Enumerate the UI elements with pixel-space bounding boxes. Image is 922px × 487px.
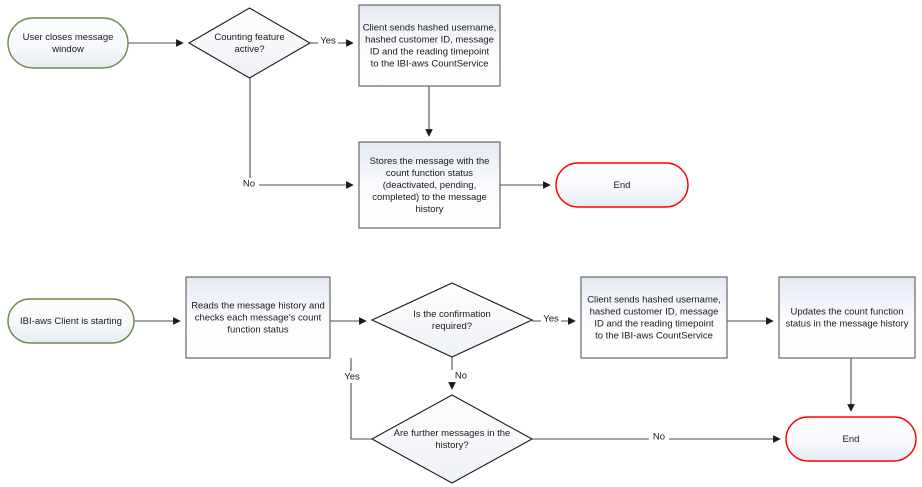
edge-confirmation-no-to-further-messages: No xyxy=(448,357,471,390)
edge-counting-no-to-stores-line xyxy=(249,78,354,189)
start-ibi-aws-client-is-starting-shape xyxy=(7,298,135,344)
edge-further-messages-yes-loop-back: Yes xyxy=(342,358,372,440)
edge-counting-yes-to-client-sends-label: Yes xyxy=(320,36,336,47)
edge-further-messages-yes-loop-back-label-bg xyxy=(342,371,362,383)
process-reads-message-history-shape xyxy=(185,276,331,359)
edge-confirmation-yes-to-client-sends: Yes xyxy=(532,313,576,325)
edge-confirmation-no-to-further-messages-label: No xyxy=(455,371,467,382)
end-terminator-bottom-label: End xyxy=(843,434,860,445)
process-client-sends-hashed-data-bottom-label: Client sends hashed username,hashed cust… xyxy=(587,294,721,341)
edge-counting-no-to-stores-label-bg xyxy=(239,178,259,190)
process-client-sends-hashed-data-bottom-shape xyxy=(580,276,728,359)
end-terminator-bottom-shape xyxy=(785,416,917,462)
edge-further-messages-yes-loop-back-label: Yes xyxy=(344,372,360,383)
edge-counting-yes-to-client-sends-label-bg xyxy=(318,35,338,47)
edge-further-messages-no-to-end: No xyxy=(532,431,781,443)
process-client-sends-hashed-data-top-shape xyxy=(358,4,501,87)
end-terminator-top[interactable]: End xyxy=(555,162,689,208)
edge-further-messages-no-to-end-label: No xyxy=(653,432,665,443)
edge-confirmation-yes-to-client-sends-label-bg xyxy=(541,313,561,325)
decision-are-further-messages-shape xyxy=(370,394,534,484)
end-terminator-top-shape xyxy=(555,162,689,208)
process-stores-message-with-status-shape xyxy=(358,141,501,229)
edge-further-messages-yes-loop-back-line xyxy=(350,358,372,440)
decision-counting-feature-active-shape xyxy=(187,7,312,79)
process-client-sends-hashed-data-bottom[interactable]: Client sends hashed username,hashed cust… xyxy=(580,276,728,359)
end-terminator-top-label: End xyxy=(614,180,631,191)
start-ibi-aws-client-is-starting-label: IBI-aws Client is starting xyxy=(20,316,122,327)
decision-is-confirmation-required-shape xyxy=(370,282,534,358)
edge-confirmation-no-to-further-messages-label-bg xyxy=(451,370,471,382)
start-user-closes-message-window-shape xyxy=(7,17,129,69)
start-ibi-aws-client-is-starting[interactable]: IBI-aws Client is starting xyxy=(7,298,135,344)
edge-further-messages-no-to-end-label-bg xyxy=(649,431,669,443)
edge-counting-no-to-stores: No xyxy=(239,78,354,190)
process-updates-count-function-status-shape xyxy=(778,276,916,359)
process-client-sends-hashed-data-top-label: Client sends hashed username,hashed cust… xyxy=(363,22,497,69)
process-client-sends-hashed-data-top[interactable]: Client sends hashed username,hashed cust… xyxy=(358,4,501,87)
edge-counting-yes-to-client-sends: Yes xyxy=(310,35,354,47)
edge-confirmation-yes-to-client-sends-label: Yes xyxy=(543,314,559,325)
edge-counting-no-to-stores-label: No xyxy=(243,179,255,190)
end-terminator-bottom[interactable]: End xyxy=(785,416,917,462)
